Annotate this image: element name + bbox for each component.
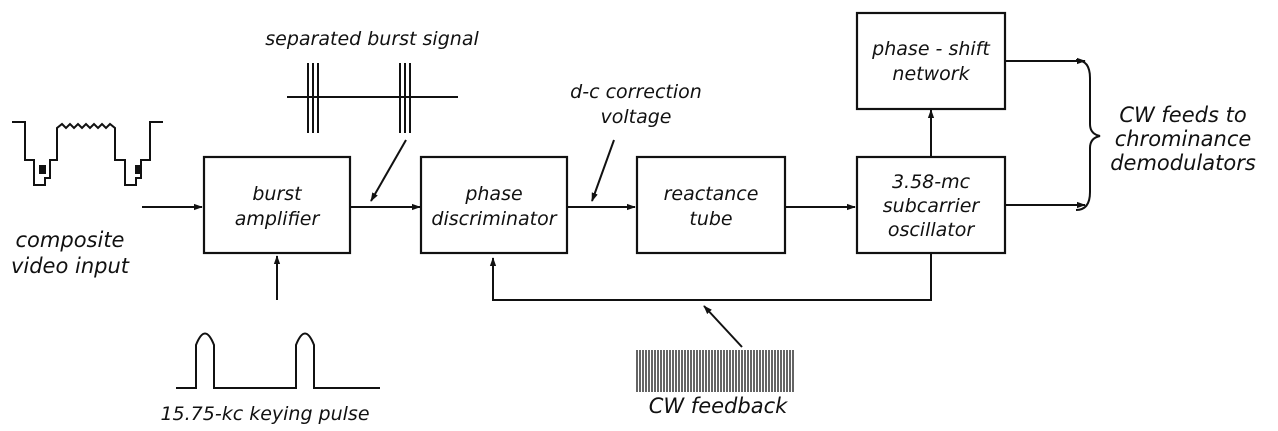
subcarrier-oscillator-label-line-1: 3.58-mc bbox=[892, 171, 971, 193]
reactance-tube-block: reactance tube bbox=[635, 155, 787, 255]
burst-amplifier-label-line-1: burst bbox=[252, 183, 303, 205]
phase-discriminator-label-line-2: discriminator bbox=[431, 208, 557, 230]
dc-correction-label-line-2: voltage bbox=[601, 106, 672, 128]
composite-video-waveform bbox=[12, 121, 163, 186]
subcarrier-oscillator-block: 3.58-mc subcarrier oscillator bbox=[855, 155, 1007, 255]
composite-sync-dot-2 bbox=[135, 165, 142, 174]
composite-sync-dot-1 bbox=[39, 165, 46, 174]
phase-shift-network-label-line-1: phase - shift bbox=[871, 38, 991, 60]
burst-amplifier-label-line-2: amplifier bbox=[235, 208, 321, 230]
cw-feedback-pointer-arrow bbox=[703, 305, 743, 348]
cw-feeds-label-line-3: demodulators bbox=[1110, 151, 1256, 175]
phase-shift-network-label-line-2: network bbox=[892, 63, 970, 85]
composite-video-label-line-1: composite bbox=[16, 228, 125, 252]
cw-feedback-label: CW feedback bbox=[649, 394, 788, 418]
feedback-loop-line bbox=[489, 253, 932, 301]
reactance-tube-label-line-2: tube bbox=[689, 208, 732, 230]
subcarrier-oscillator-label-line-3: oscillator bbox=[888, 219, 976, 241]
correction-pointer-arrow bbox=[591, 139, 615, 202]
separated-burst-signal-label: separated burst signal bbox=[265, 28, 479, 50]
reactance-tube-label-line-1: reactance bbox=[664, 183, 759, 205]
phase-discriminator-block: phase discriminator bbox=[419, 155, 569, 255]
burst-amplifier-block: burst amplifier bbox=[202, 155, 352, 255]
cw-feeds-label-line-2: chrominance bbox=[1115, 127, 1252, 151]
separated-burst-waveform bbox=[287, 63, 458, 133]
cw-feeds-brace bbox=[1075, 59, 1101, 211]
phase-discriminator-label-line-1: phase bbox=[464, 183, 522, 205]
cw-feedback-waveform bbox=[636, 350, 794, 392]
subcarrier-oscillator-label-line-2: subcarrier bbox=[883, 195, 981, 217]
phase-shift-network-block: phase - shift network bbox=[855, 11, 1007, 111]
dc-correction-label-line-1: d-c correction bbox=[570, 81, 702, 103]
keying-pulse-label: 15.75-kc keying pulse bbox=[160, 403, 369, 425]
keying-pulse-waveform bbox=[176, 332, 380, 389]
burst-pointer-arrow bbox=[370, 139, 407, 202]
composite-video-label-line-2: video input bbox=[11, 254, 130, 278]
cw-feeds-label-line-1: CW feeds to bbox=[1119, 103, 1246, 127]
